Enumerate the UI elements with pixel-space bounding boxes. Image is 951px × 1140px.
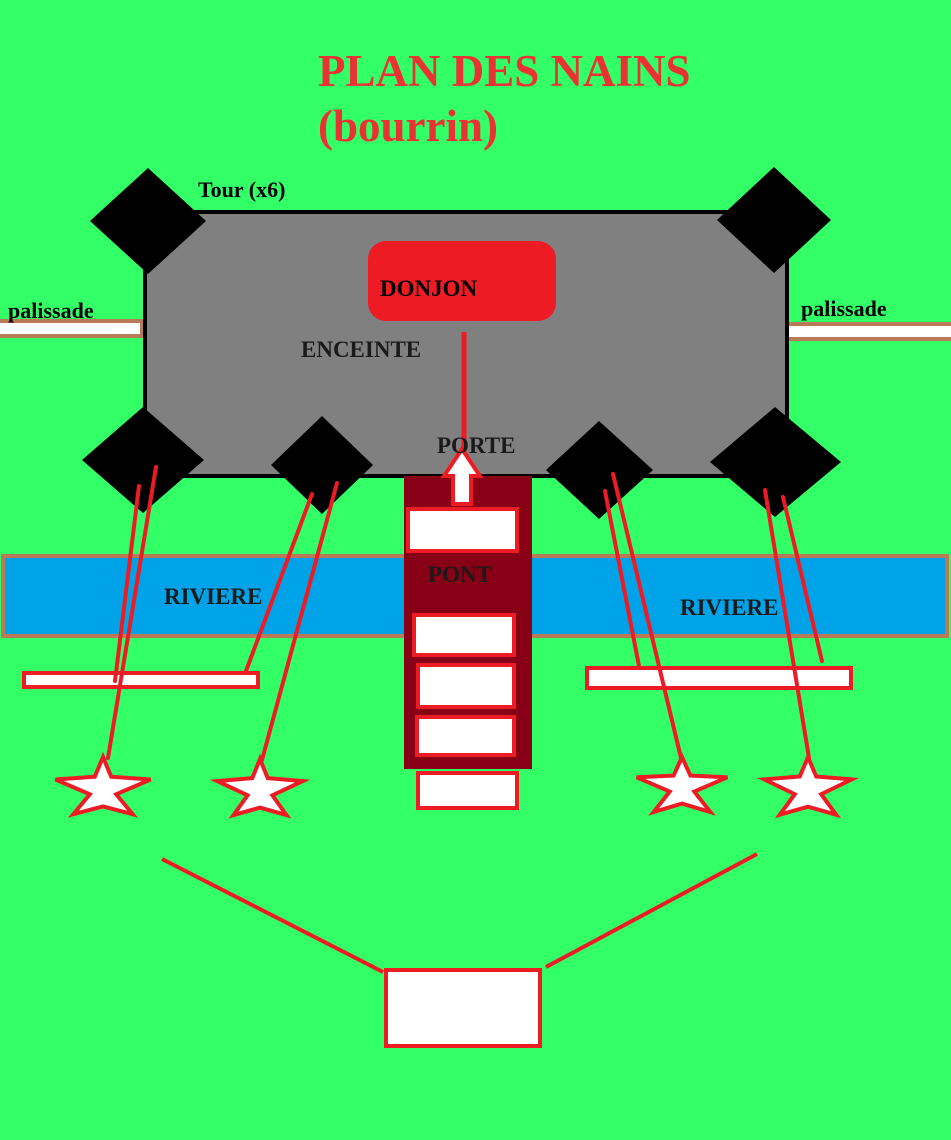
- unit-bridge-4: [415, 715, 516, 757]
- tower-top-right: [717, 167, 831, 273]
- palisade-label-left: palissade: [8, 298, 94, 323]
- enclosure-label: ENCEINTE: [301, 337, 422, 362]
- bridge-label: PONT: [428, 562, 492, 587]
- tower-bottom-3: [546, 421, 653, 519]
- tower-label: Tour (x6): [198, 177, 286, 202]
- rear-line-right: [545, 852, 758, 969]
- title-line-2: (bourrin): [318, 101, 498, 151]
- star-unit-3: [635, 752, 729, 816]
- unit-bridge-5: [416, 771, 519, 810]
- keep-label: DONJON: [380, 276, 478, 301]
- unit-rear: [384, 968, 542, 1048]
- tower-bottom-2: [271, 416, 373, 514]
- keep: [368, 241, 556, 321]
- gate-arrow: [440, 445, 484, 506]
- tower-top-left: [90, 168, 206, 274]
- palisade-right: [784, 322, 951, 341]
- gate-label: PORTE: [437, 433, 516, 458]
- tower-bottom-4: [710, 407, 841, 517]
- unit-bridge-2: [412, 613, 516, 657]
- palisade-left: [0, 319, 144, 338]
- unit-line-right: [585, 666, 853, 690]
- star-unit-4: [756, 751, 860, 819]
- unit-bridge-3: [416, 663, 516, 709]
- rear-line-left: [161, 857, 384, 974]
- river-label-right: RIVIERE: [680, 595, 779, 620]
- tower-bottom-1: [82, 407, 204, 513]
- title-line-1: PLAN DES NAINS: [318, 46, 691, 96]
- star-unit-1: [54, 751, 152, 818]
- unit-bridge-1: [406, 507, 519, 553]
- fire-lines: [106, 465, 824, 762]
- river-label-left: RIVIERE: [164, 584, 263, 609]
- palisade-label-right: palissade: [801, 296, 887, 321]
- unit-line-left: [22, 671, 260, 689]
- star-unit-2: [209, 753, 311, 819]
